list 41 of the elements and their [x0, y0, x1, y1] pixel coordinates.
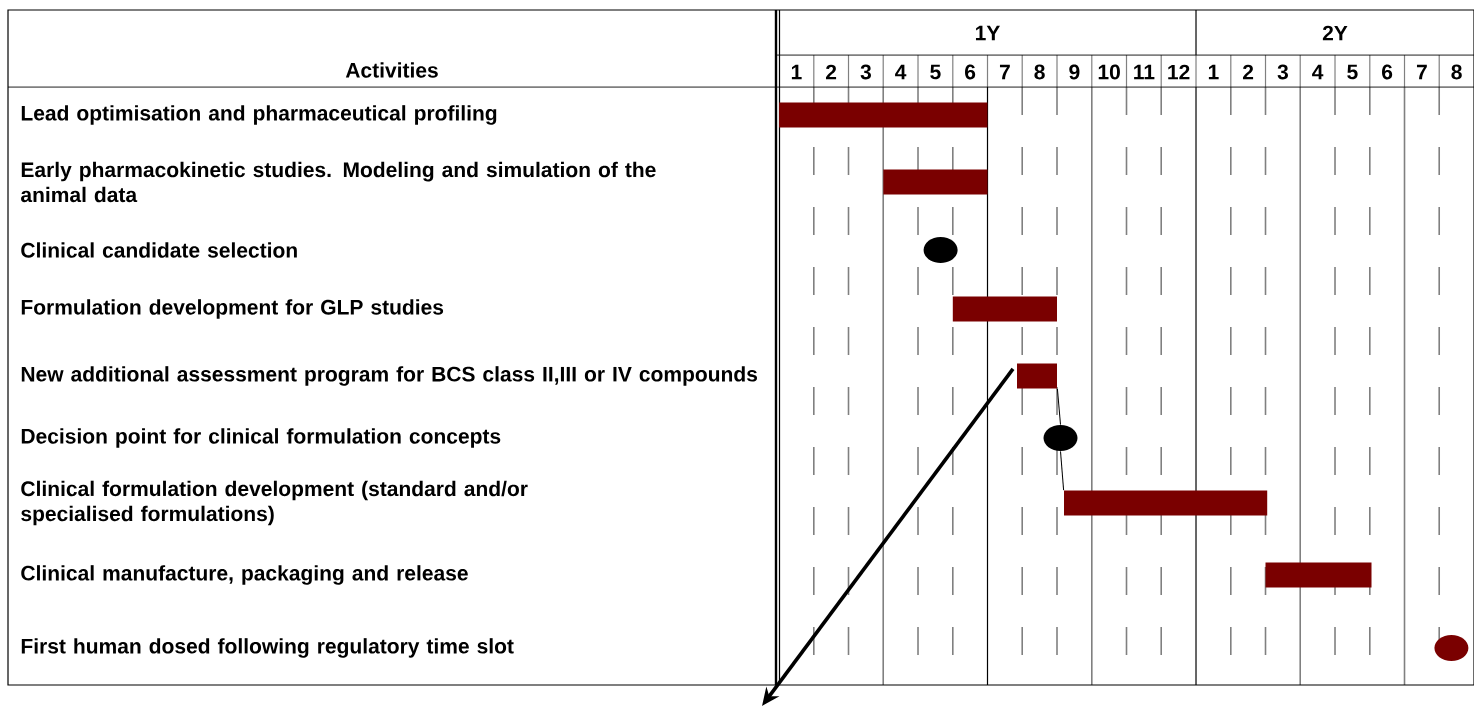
- month-number: 2: [826, 64, 837, 80]
- activity-label: Decision point for clinical formulation concepts: [21, 428, 501, 448]
- activity-label: Clinical formulation development (standard and/or specialised formulations): [21, 480, 528, 526]
- month-number: 5: [930, 64, 941, 80]
- month-number: 8: [1034, 64, 1045, 80]
- gantt-bar: [952, 296, 1057, 322]
- month-number: 11: [1134, 64, 1155, 80]
- month-number: 9: [1069, 64, 1080, 80]
- month-number: 10: [1098, 64, 1120, 80]
- gantt-bar: [779, 102, 988, 128]
- month-number: 3: [860, 64, 871, 80]
- month-number: 8: [1451, 64, 1462, 80]
- month-number: 7: [1417, 64, 1427, 80]
- gantt-bar: [1017, 363, 1057, 389]
- activity-label: New additional assessment program for BCS class II,III or IV compounds: [21, 366, 757, 386]
- year-header: 1Y: [976, 25, 1000, 41]
- milestone-dot: [923, 237, 958, 263]
- month-number: 4: [1312, 64, 1324, 80]
- month-number: 12: [1168, 64, 1190, 80]
- activity-label: Clinical candidate selection: [21, 242, 297, 258]
- month-number: 1: [1208, 64, 1219, 80]
- activity-label: Clinical manufacture, packaging and release: [21, 565, 468, 585]
- gantt-bar: [1265, 562, 1372, 588]
- activity-label: Lead optimisation and pharmaceutical profiling: [21, 105, 497, 125]
- year-header: 2Y: [1322, 25, 1348, 41]
- column-header: Activities: [345, 62, 438, 78]
- month-number: 2: [1243, 64, 1254, 80]
- milestone-dot: [1434, 635, 1469, 661]
- activity-label: First human dosed following regulatory time slot: [21, 638, 514, 658]
- activity-label: Formulation development for GLP studies: [21, 299, 444, 319]
- month-number: 1: [791, 64, 802, 80]
- month-number: 4: [895, 64, 907, 80]
- month-number: 6: [1382, 64, 1393, 80]
- month-number: 5: [1347, 64, 1358, 80]
- month-number: 3: [1277, 64, 1288, 80]
- activity-label: Early pharmacokinetic studies. Modeling and simulation of the animal data: [21, 161, 656, 203]
- milestone-dot: [1043, 425, 1078, 451]
- month-number: 6: [965, 64, 976, 80]
- month-number: 7: [1000, 64, 1010, 80]
- gantt-bar: [1064, 490, 1268, 516]
- gantt-bar: [883, 169, 988, 195]
